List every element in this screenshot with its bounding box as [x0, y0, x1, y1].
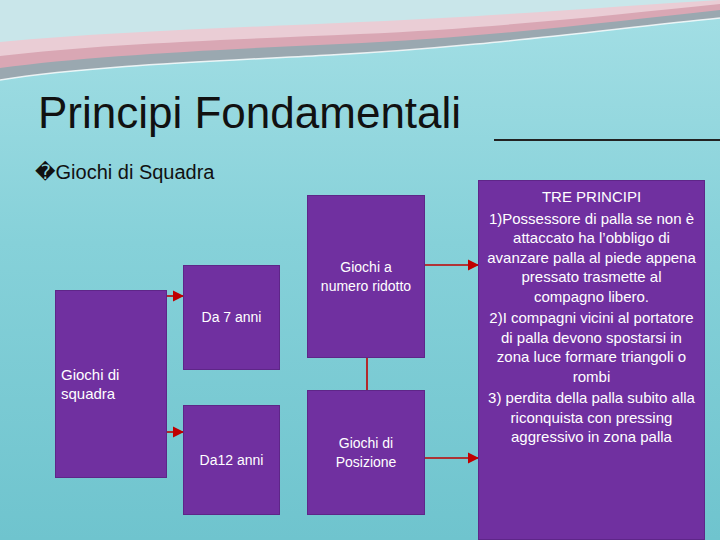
box-text: 3) perdita della palla subito alla ricon…	[487, 388, 696, 447]
connector	[425, 264, 478, 266]
connector	[167, 295, 183, 297]
box-text: 2)I compagni vicini al portatore di pall…	[487, 308, 696, 386]
group-box: Giochi di squadra	[55, 290, 167, 478]
wave-band	[0, 0, 720, 56]
box-text: 1)Possessore di palla se non è attaccato…	[487, 209, 696, 307]
connector	[167, 431, 183, 433]
box-text: Giochi di squadra	[61, 365, 161, 404]
game-box: Giochi di Posizione	[307, 390, 425, 515]
box-text: Giochi di Posizione	[316, 434, 416, 470]
box-text: Da12 anni	[190, 451, 273, 469]
box-heading: TRE PRINCIPI	[487, 187, 696, 207]
wave-band	[0, 0, 720, 80]
title-rule	[494, 139, 720, 141]
age-box: Da12 anni	[183, 405, 280, 515]
bullet-text: �Giochi di Squadra	[35, 160, 215, 184]
principles-box: TRE PRINCIPI1)Possessore di palla se non…	[478, 180, 705, 540]
box-text: Da 7 anni	[190, 308, 273, 326]
wave-line	[0, 18, 720, 80]
wave-band	[0, 0, 720, 42]
connector	[366, 358, 368, 390]
slide-title: Principi Fondamentali	[38, 88, 461, 138]
wave-band	[0, 0, 720, 68]
game-box: Giochi a numero ridotto	[307, 195, 425, 358]
age-box: Da 7 anni	[183, 265, 280, 370]
box-text: Giochi a numero ridotto	[316, 258, 416, 294]
connector	[425, 457, 478, 459]
